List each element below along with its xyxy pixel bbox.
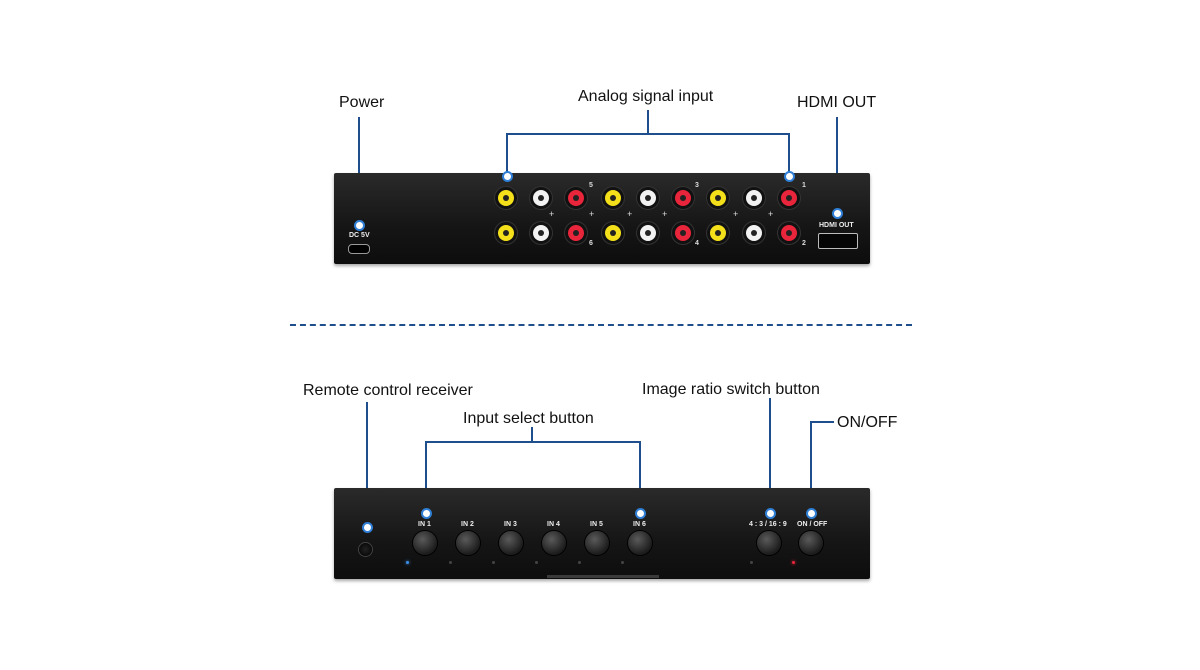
separator-plus: + xyxy=(662,209,668,219)
input-marker-left xyxy=(421,508,432,519)
in5-button[interactable] xyxy=(585,531,609,555)
input-select-callout: Input select button xyxy=(463,410,594,427)
analog-input-callout: Analog signal input xyxy=(578,88,714,105)
led-in6 xyxy=(621,561,624,564)
rca-red-5[interactable] xyxy=(672,222,694,244)
analog-marker-left xyxy=(502,171,513,182)
input-marker-right xyxy=(635,508,646,519)
power-button[interactable] xyxy=(799,531,823,555)
rca-white-1[interactable] xyxy=(530,187,552,209)
rca-white-3[interactable] xyxy=(743,187,765,209)
remote-ir-receiver xyxy=(359,543,372,556)
input-number-4: 4 xyxy=(695,240,699,247)
input-number-1: 1 xyxy=(802,182,806,189)
analog-bracket-right xyxy=(788,133,790,175)
section-divider xyxy=(290,324,912,326)
rca-red-4[interactable] xyxy=(565,222,587,244)
analog-bracket-stem xyxy=(647,110,649,134)
in1-button[interactable] xyxy=(413,531,437,555)
led-in2 xyxy=(449,561,452,564)
hdmi-marker xyxy=(832,208,843,219)
led-in4 xyxy=(535,561,538,564)
separator-plus: + xyxy=(768,209,774,219)
ratio-button[interactable] xyxy=(757,531,781,555)
rca-red-2[interactable] xyxy=(672,187,694,209)
led-in1-blue xyxy=(406,561,409,564)
rca-white-5[interactable] xyxy=(637,222,659,244)
onoff-leader-h xyxy=(810,421,834,423)
rca-white-6[interactable] xyxy=(743,222,765,244)
dc-5v-label: DC 5V xyxy=(349,232,370,239)
led-in5 xyxy=(578,561,581,564)
input-bracket-top xyxy=(425,441,641,443)
input-bracket-stem xyxy=(531,427,533,442)
remote-marker xyxy=(362,522,373,533)
analog-bracket-top xyxy=(506,133,790,135)
onoff-leader-v xyxy=(810,421,812,512)
separator-plus: + xyxy=(733,209,739,219)
dc-power-port[interactable] xyxy=(348,244,370,254)
rca-yellow-2[interactable] xyxy=(602,187,624,209)
ratio-leader xyxy=(769,398,771,512)
in6-label: IN 6 xyxy=(633,521,646,528)
input-number-5: 5 xyxy=(589,182,593,189)
hdmi-port[interactable] xyxy=(818,233,858,249)
ratio-marker xyxy=(765,508,776,519)
input-number-3: 3 xyxy=(695,182,699,189)
rca-red-1[interactable] xyxy=(565,187,587,209)
rca-red-3[interactable] xyxy=(778,187,800,209)
rca-yellow-4[interactable] xyxy=(495,222,517,244)
remote-leader xyxy=(366,402,368,526)
in2-label: IN 2 xyxy=(461,521,474,528)
power-marker xyxy=(354,220,365,231)
hdmi-leader xyxy=(836,117,838,213)
in5-label: IN 5 xyxy=(590,521,603,528)
input-bracket-right xyxy=(639,441,641,512)
led-in3 xyxy=(492,561,495,564)
in4-button[interactable] xyxy=(542,531,566,555)
in6-button[interactable] xyxy=(628,531,652,555)
in3-button[interactable] xyxy=(499,531,523,555)
hdmi-out-callout: HDMI OUT xyxy=(797,94,877,111)
separator-plus: + xyxy=(589,209,595,219)
analog-bracket-left xyxy=(506,133,508,175)
separator-plus: + xyxy=(549,209,555,219)
power-callout: Power xyxy=(339,94,385,111)
rca-yellow-1[interactable] xyxy=(495,187,517,209)
rear-panel xyxy=(334,173,870,264)
rca-white-2[interactable] xyxy=(637,187,659,209)
input-number-6: 6 xyxy=(589,240,593,247)
in4-label: IN 4 xyxy=(547,521,560,528)
input-number-2: 2 xyxy=(802,240,806,247)
rca-white-4[interactable] xyxy=(530,222,552,244)
rca-yellow-5[interactable] xyxy=(602,222,624,244)
rca-red-6[interactable] xyxy=(778,222,800,244)
remote-receiver-callout: Remote control receiver xyxy=(303,382,473,399)
rca-yellow-3[interactable] xyxy=(707,187,729,209)
analog-marker-right xyxy=(784,171,795,182)
separator-plus: + xyxy=(627,209,633,219)
ratio-label: 4 : 3 / 16 : 9 xyxy=(749,521,787,528)
front-panel-foot xyxy=(547,575,659,578)
onoff-marker xyxy=(806,508,817,519)
in2-button[interactable] xyxy=(456,531,480,555)
image-ratio-callout: Image ratio switch button xyxy=(642,381,820,398)
led-ratio xyxy=(750,561,753,564)
in1-label: IN 1 xyxy=(418,521,431,528)
on-off-callout: ON/OFF xyxy=(837,414,898,431)
led-power-red xyxy=(792,561,795,564)
hdmi-out-label: HDMI OUT xyxy=(819,222,854,229)
onoff-label: ON / OFF xyxy=(797,521,828,528)
in3-label: IN 3 xyxy=(504,521,517,528)
power-leader xyxy=(358,117,360,223)
input-bracket-left xyxy=(425,441,427,512)
rca-yellow-6[interactable] xyxy=(707,222,729,244)
